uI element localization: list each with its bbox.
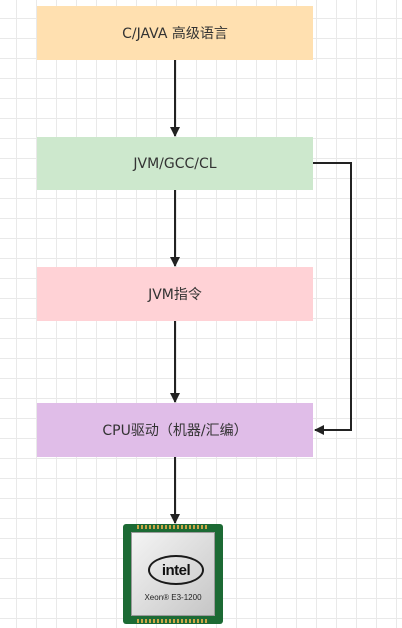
node-cpu-driver: CPU驱动（机器/汇编）	[37, 403, 313, 457]
intel-logo: intel	[148, 555, 204, 585]
cpu-chip-image: intel Xeon® E3-1200	[123, 524, 223, 624]
node-high-level-language-label: C/JAVA 高级语言	[122, 26, 228, 42]
node-jvm-instructions: JVM指令	[37, 267, 313, 321]
node-high-level-language: C/JAVA 高级语言	[37, 6, 313, 60]
arrow-compiler-to-cpu-bypass	[313, 162, 352, 435]
node-jvm-instructions-label: JVM指令	[148, 287, 202, 303]
chip-model-text: Xeon® E3-1200	[144, 593, 202, 602]
node-cpu-driver-label: CPU驱动（机器/汇编）	[102, 423, 248, 439]
node-compiler: JVM/GCC/CL	[37, 137, 313, 190]
chip-pins-bottom	[137, 619, 209, 623]
chip-heat-spreader: intel Xeon® E3-1200	[131, 532, 215, 616]
node-compiler-label: JVM/GCC/CL	[133, 155, 217, 172]
chip-pins-top	[137, 525, 209, 529]
intel-logo-text: intel	[161, 561, 191, 579]
